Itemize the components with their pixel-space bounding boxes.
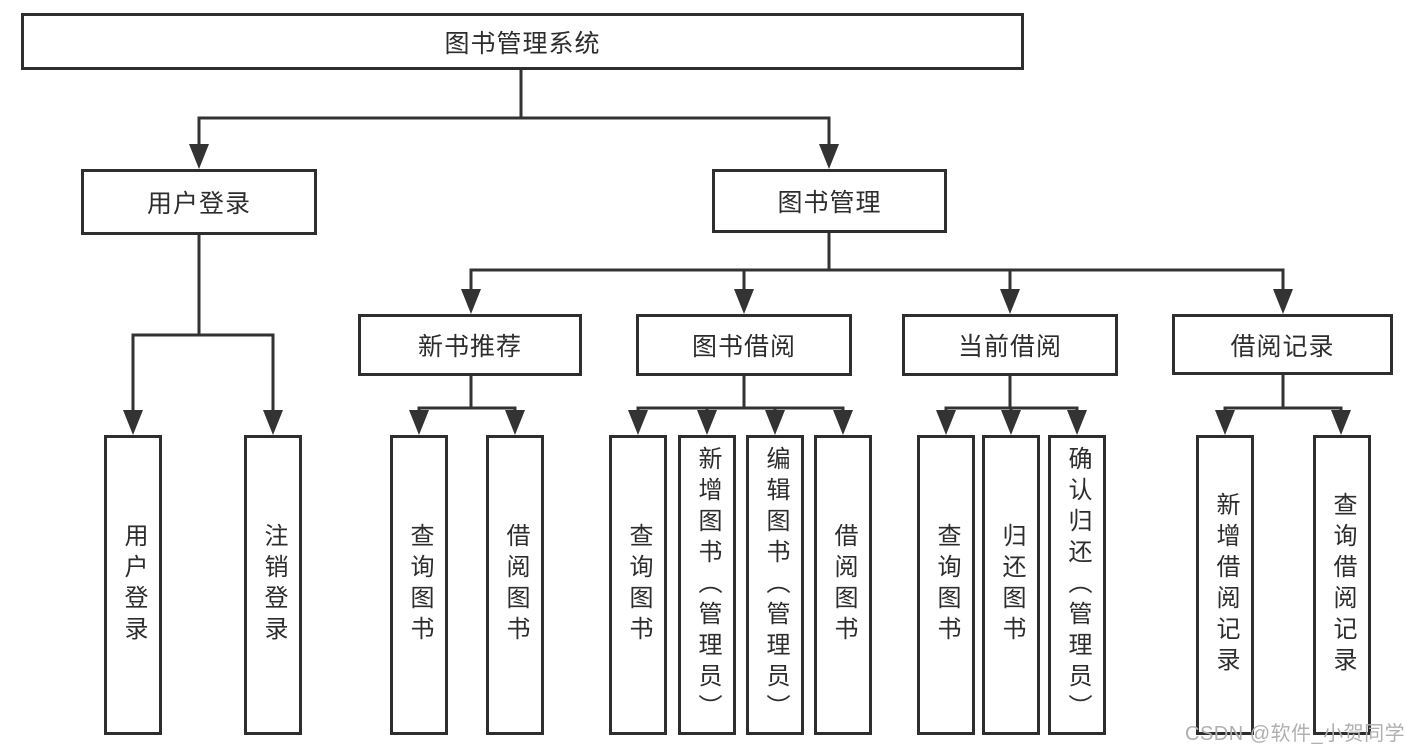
node-borrowing-records: 借阅记录 xyxy=(1172,314,1393,375)
leaf-user-login: 用户登录 xyxy=(104,435,162,735)
leaf-confirm-return-admin-label: 确认归还（管理员） xyxy=(1064,445,1091,725)
leaf-logout-label: 注销登录 xyxy=(260,523,287,647)
watermark-text: CSDN @软件_小贺同学 xyxy=(1185,723,1405,745)
leaf-logout: 注销登录 xyxy=(244,435,302,735)
leaf-add-borrow-record: 新增借阅记录 xyxy=(1196,435,1254,735)
leaf-query-borrow-record: 查询借阅记录 xyxy=(1313,435,1371,735)
leaf-return-books: 归还图书 xyxy=(982,435,1040,735)
leaf-query-borrow-record-label: 查询借阅记录 xyxy=(1329,492,1356,678)
leaf-add-borrow-record-label: 新增借阅记录 xyxy=(1212,492,1239,678)
leaf-query-books-current: 查询图书 xyxy=(917,435,975,735)
leaf-user-login-label: 用户登录 xyxy=(120,523,147,647)
leaf-borrow-books-borrowing: 借阅图书 xyxy=(814,435,872,735)
node-library-management-system: 图书管理系统 xyxy=(21,13,1024,70)
arrowheads xyxy=(123,144,1351,435)
leaf-borrow-books-recommend: 借阅图书 xyxy=(486,435,544,735)
leaf-query-books-recommend-label: 查询图书 xyxy=(406,523,433,647)
leaf-query-books-borrowing-label: 查询图书 xyxy=(625,523,652,647)
node-new-book-recommend: 新书推荐 xyxy=(358,314,582,376)
leaf-add-books-admin: 新增图书（管理员） xyxy=(678,435,736,735)
leaf-query-books-current-label: 查询图书 xyxy=(933,523,960,647)
leaf-borrow-books-borrowing-label: 借阅图书 xyxy=(830,523,857,647)
leaf-query-books-borrowing: 查询图书 xyxy=(609,435,667,735)
leaf-confirm-return-admin: 确认归还（管理员） xyxy=(1048,435,1106,735)
leaf-add-books-admin-label: 新增图书（管理员） xyxy=(694,445,721,725)
node-user-login: 用户登录 xyxy=(81,169,317,235)
leaf-return-books-label: 归还图书 xyxy=(998,523,1025,647)
leaf-borrow-books-recommend-label: 借阅图书 xyxy=(502,523,529,647)
node-book-borrowing: 图书借阅 xyxy=(636,314,852,376)
leaf-edit-books-admin: 编辑图书（管理员） xyxy=(746,435,804,735)
leaf-edit-books-admin-label: 编辑图书（管理员） xyxy=(762,445,789,725)
node-current-borrowing: 当前借阅 xyxy=(902,314,1118,376)
node-book-management: 图书管理 xyxy=(712,169,947,233)
leaf-query-books-recommend: 查询图书 xyxy=(390,435,448,735)
